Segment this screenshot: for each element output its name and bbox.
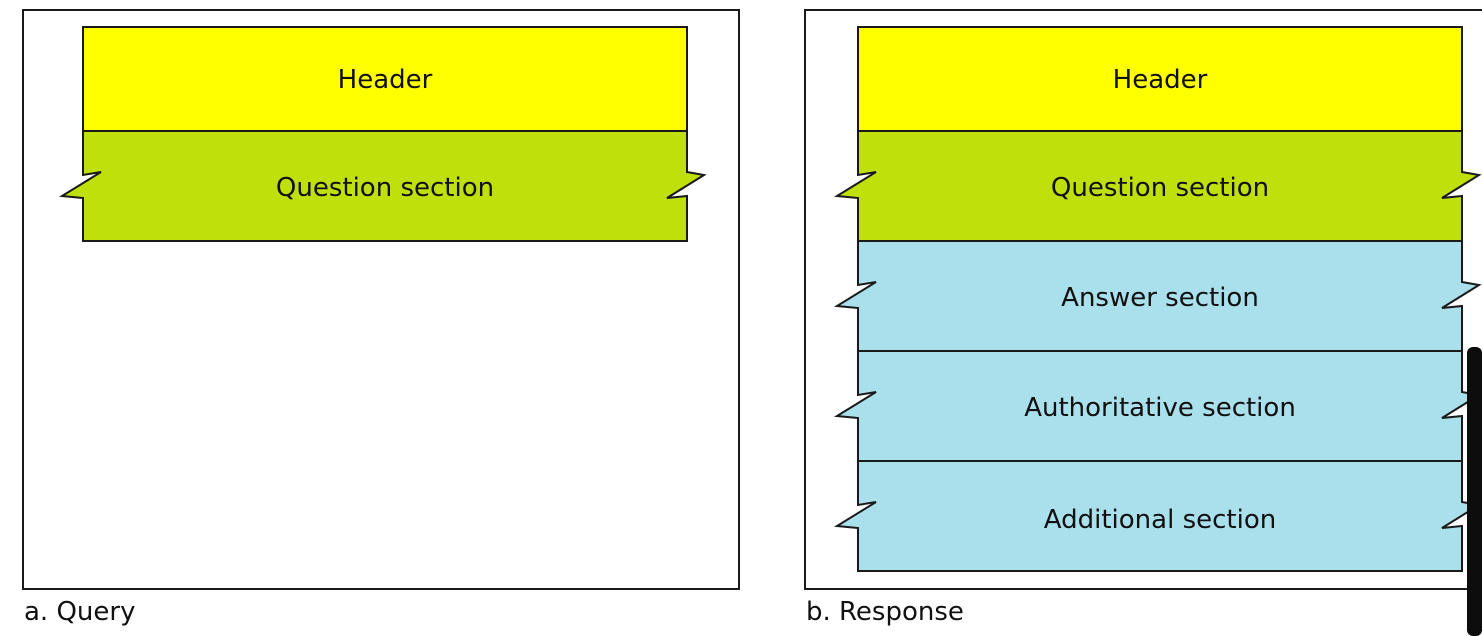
- response-authoritative-label: Authoritative section: [1024, 393, 1296, 423]
- query-question-label: Question section: [276, 173, 494, 203]
- response-question-label: Question section: [1051, 173, 1269, 203]
- response-panel: Header Question section Answer section A…: [804, 9, 1482, 627]
- query-caption: a. Query: [24, 597, 135, 627]
- response-header-box: [857, 26, 1463, 132]
- overlay-edge: [1467, 347, 1482, 636]
- query-panel: Header Question section a. Query: [22, 9, 740, 627]
- response-additional-label: Additional section: [1044, 505, 1276, 535]
- query-header-label: Header: [338, 65, 433, 95]
- response-answer-label: Answer section: [1061, 283, 1259, 313]
- response-caption: b. Response: [806, 597, 964, 627]
- response-additional-box: [833, 460, 1482, 572]
- query-question-box: [58, 130, 707, 242]
- response-header-label: Header: [1113, 65, 1208, 95]
- query-header-box: [82, 26, 688, 132]
